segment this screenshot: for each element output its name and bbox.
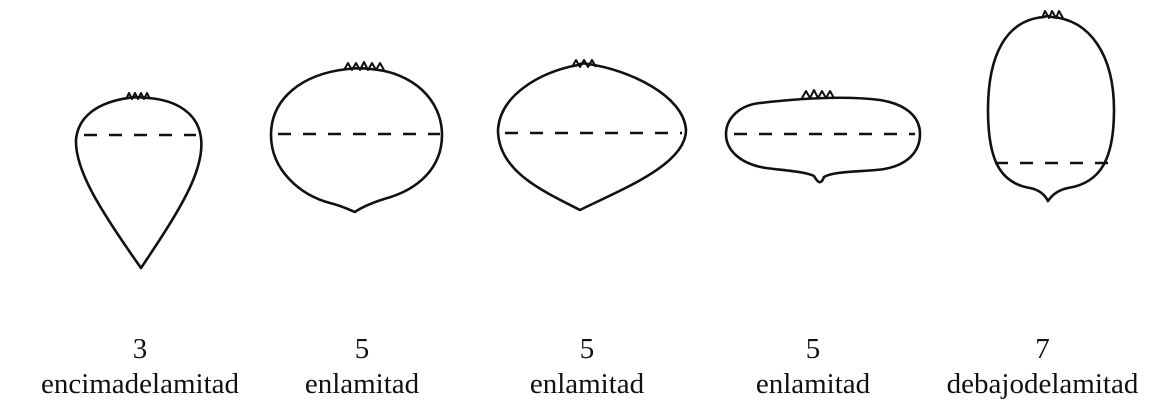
caption-2-label: enlamitad [304,368,420,400]
caption-1: 3 encimadelamitad [0,332,280,402]
shape-1-outline [74,95,203,270]
caption-2-code: 5 [354,333,370,365]
caption-1-label: encimadelamitad [40,368,240,400]
caption-5-code: 7 [1035,333,1050,365]
shape-2-stem [343,61,385,71]
shape-2-outline [269,66,444,214]
shape-4-outline [724,96,922,184]
shape-3 [496,59,688,212]
shape-3-stem [571,59,597,68]
shape-1-stem [125,92,151,100]
shape-5 [986,10,1116,203]
caption-1-code: 3 [132,333,148,365]
caption-5-label: debajodelamitad [946,368,1139,400]
caption-2: 5 enlamitad [262,332,462,402]
shape-5-stem [1041,10,1064,19]
caption-3: 5 enlamitad [487,332,687,402]
caption-5: 7 debajodelamitad [925,332,1160,402]
caption-4-code: 5 [805,333,821,365]
caption-3-label: enlamitad [529,368,645,400]
shape-4-stem [801,89,835,99]
caption-4-label: enlamitad [755,368,871,400]
shape-2 [269,61,444,214]
caption-4: 5 enlamitad [713,332,913,402]
shape-3-outline [496,62,688,212]
shape-4 [724,89,922,184]
shape-1 [74,92,203,270]
shape-5-outline [986,14,1116,203]
caption-3-code: 5 [579,333,595,365]
